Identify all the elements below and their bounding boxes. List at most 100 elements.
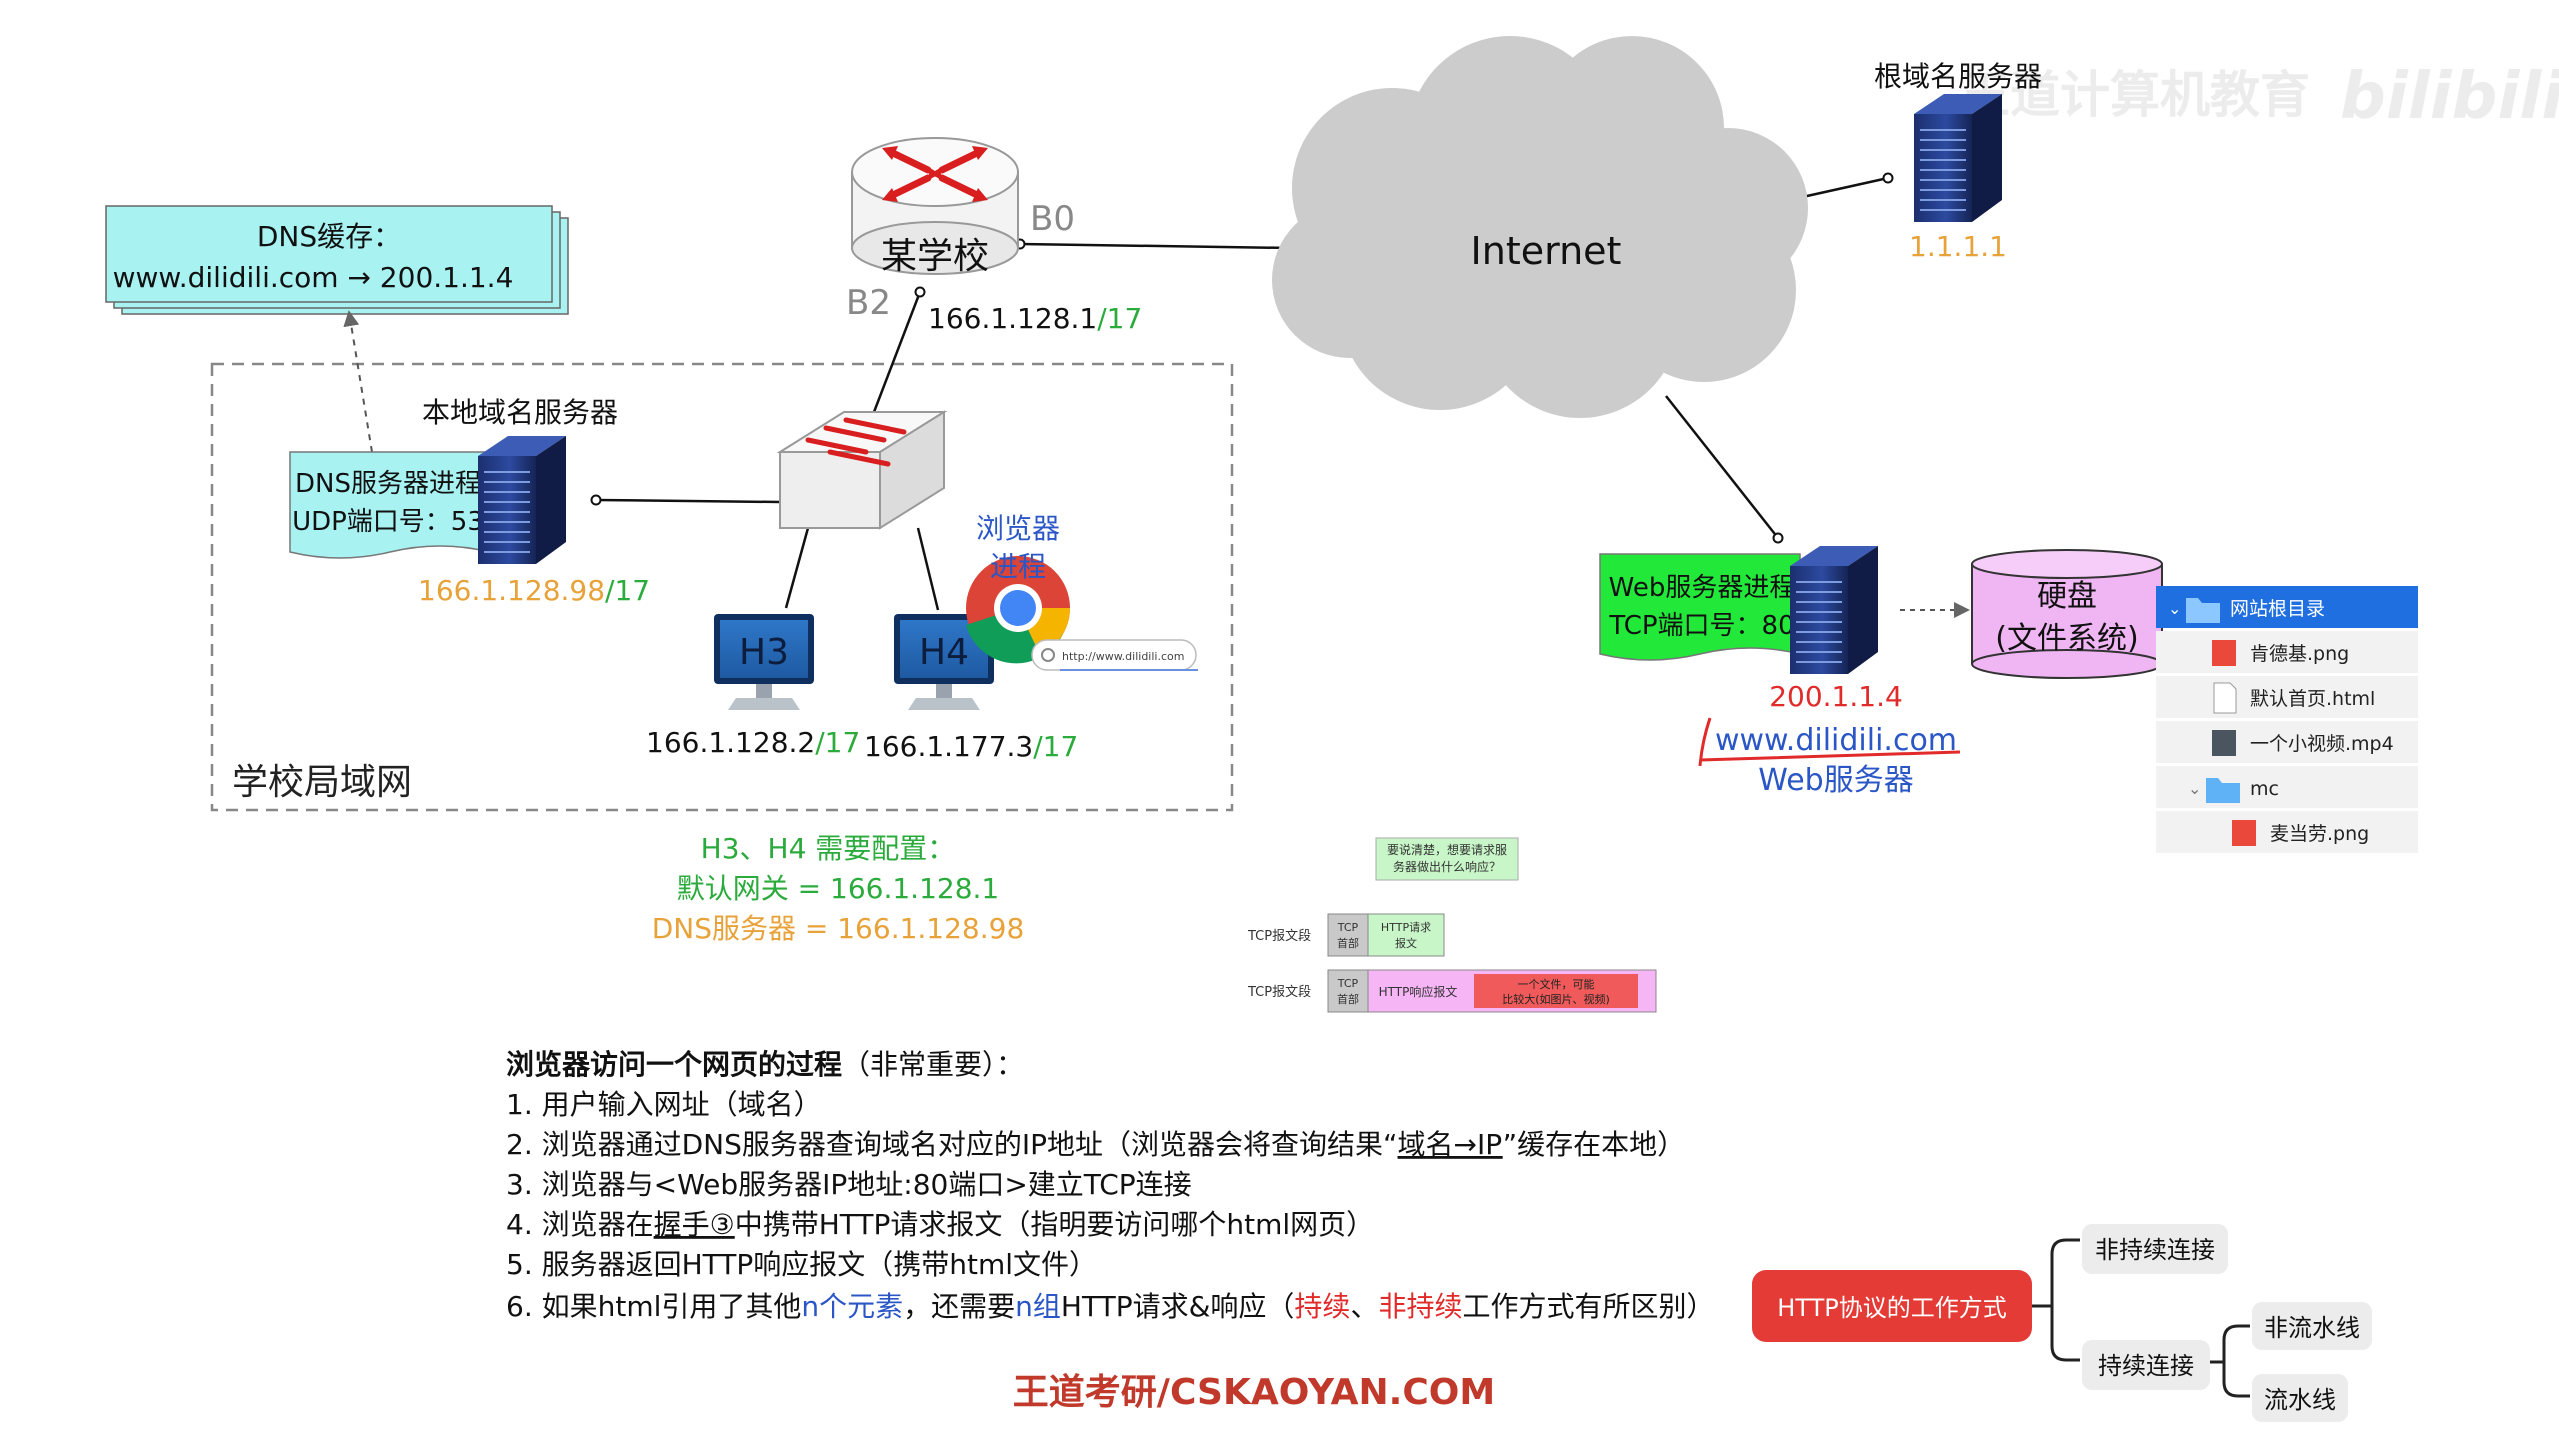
step-1: 1. 用户输入网址（域名） [506,1088,822,1121]
image-icon [2212,640,2236,666]
router-ip: 166.1.128.1/17 [928,302,1142,335]
mindmap-persistent-node [2082,1340,2210,1390]
config-dns: DNS服务器 = 166.1.128.98 [652,912,1025,945]
file-tree-item[interactable]: 肯德基.png [2156,631,2418,673]
h3-ip: 166.1.128.2/17 [646,726,860,759]
dns-cache-title: DNS缓存： [257,220,401,253]
domain-underline [1698,717,1961,767]
mindmap-pipeline-node [2252,1374,2348,1422]
browser-url: http://www.dilidili.com [1062,650,1184,663]
tcp-row2-label: TCP报文段 [1247,985,1311,1000]
tcp-row2-header-2: 首部 [1337,992,1359,1006]
step-4: 4. 浏览器在握手③中携带HTTP请求报文（指明要访问哪个html网页） [506,1208,1374,1241]
file-tree-label: 默认首页.html [2250,688,2375,710]
tcp-row1-label: TCP报文段 [1247,929,1311,944]
step-3: 3. 浏览器与<Web服务器IP地址:80端口>建立TCP连接 [506,1168,1192,1201]
local-dns-port: UDP端口号：53 [292,507,484,537]
step-5: 5. 服务器返回HTTP响应报文（携带html文件） [506,1248,1097,1281]
disk-title: 硬盘 [2037,579,2097,614]
h4-ip: 166.1.177.3/17 [864,730,1078,763]
image-icon [2232,820,2256,846]
tcp-row1-payload-2: 报文 [1395,936,1417,950]
tcp-segment-diagram: 要说清楚，想要请求服 务器做出什么响应？ TCP报文段 TCP 首部 HTTP请… [1247,837,1657,1013]
web-process-label: Web服务器进程 [1609,573,1796,603]
h3-label: H3 [739,632,789,673]
tcp-note-line1: 要说清楚，想要请求服 [1387,842,1507,857]
disk-subtitle: (文件系统) [1995,621,2138,656]
tcp-row2-header-1: TCP [1337,977,1359,990]
browser-address-bar[interactable]: http://www.dilidili.com [1031,639,1198,671]
mindmap-nonpersistent-node [2082,1224,2228,1274]
browser-label-line2: 进程 [990,550,1046,583]
mindmap-nonpipeline-node [2252,1302,2372,1350]
steps-title: 浏览器访问一个网页的过程（非常重要）： [506,1048,1024,1081]
file-tree-label: 一个小视频.mp4 [2250,733,2394,755]
watermark-channel: 王道计算机教育 [1960,66,2310,124]
local-dns-server-icon [477,435,567,565]
browser-label-line1: 浏览器 [976,512,1060,545]
tcp-row1-header-1: TCP [1337,921,1359,934]
network-links [595,176,1889,611]
step-6: 6. 如果html引用了其他n个元素，还需要n组HTTP请求&响应（持续、非持续… [506,1290,1714,1323]
lan-boundary [210,362,1234,812]
http-mindmap: HTTP协议的工作方式 非持续连接 持续连接 非流水线 流水线 [1752,1224,2372,1422]
mindmap-root-node [1752,1270,2032,1342]
config-gateway: 默认网关 = 166.1.128.1 [677,872,999,905]
root-dns-server-icon [1913,93,2003,223]
tcp-row1-payload-1: HTTP请求 [1381,921,1431,934]
twisty-icon[interactable]: ⌄ [2168,599,2181,618]
file-tree-item[interactable]: 麦当劳.png [2156,811,2418,853]
file-tree-label: 网站根目录 [2230,598,2325,620]
web-server-icon [1789,545,1879,675]
video-icon [2212,730,2236,756]
tcp-row2-body-1: 一个文件，可能 [1518,977,1595,991]
internet-cloud [1272,36,1808,418]
watermark-site: bilibili [2340,60,2559,134]
web-port-label: TCP端口号：80 [1608,611,1794,641]
dns-cache-entry: www.dilidili.com → 200.1.1.4 [113,261,514,294]
mindmap-nonpersistent: 非持续连接 [2095,1236,2215,1264]
watermark: 王道计算机教育 bilibili [1960,60,2559,134]
router-icon [851,137,1019,275]
router-name: 某学校 [881,236,989,277]
svg-text:166.1.128.98/17: 166.1.128.98/17 [418,574,650,607]
twisty-icon[interactable]: ⌄ [2188,779,2201,798]
tcp-row1-header-2: 首部 [1337,936,1359,950]
steps-list: 浏览器访问一个网页的过程（非常重要）： 1. 用户输入网址（域名） 2. 浏览器… [506,1048,1714,1323]
globe-icon [1041,648,1055,662]
local-dns-process: DNS服务器进程 [295,469,481,499]
file-tree-item[interactable]: 默认首页.html [2156,676,2418,718]
folder-icon [2206,778,2240,803]
cache-arrow [343,310,373,453]
file-tree-item[interactable]: 一个小视频.mp4 [2156,721,2418,763]
mindmap-nonpipeline: 非流水线 [2264,1314,2360,1342]
folder-icon [2186,598,2220,623]
switch-icon [776,410,948,530]
h4-label: H4 [919,632,969,673]
disk-icon [1971,549,2163,679]
root-dns-title: 根域名服务器 [1874,60,2042,93]
mindmap-pipeline: 流水线 [2264,1386,2336,1414]
file-tree-item[interactable]: ⌄mc [2156,766,2418,808]
mindmap-persistent: 持续连接 [2098,1352,2194,1380]
mindmap-root-label: HTTP协议的工作方式 [1777,1294,2006,1322]
file-tree-label: 麦当劳.png [2270,823,2369,845]
dns-cache-card: DNS缓存： www.dilidili.com → 200.1.1.4 [105,205,569,315]
tcp-note-line2: 务器做出什么响应？ [1393,859,1501,874]
config-title: H3、H4 需要配置： [701,832,956,865]
root-dns-ip: 1.1.1.1 [1909,230,2007,263]
internet-label: Internet [1471,229,1622,273]
lan-label: 学校局域网 [232,762,412,803]
web-process-box: Web服务器进程 TCP端口号：80 [1599,553,1801,661]
file-tree-item[interactable]: ⌄ 网站根目录 [2156,586,2418,628]
html-file-icon [2213,682,2237,714]
local-dns-title: 本地域名服务器 [422,396,618,429]
chrome-icon [966,556,1070,664]
local-dns-ip: 166.1.128.98/17 [418,574,650,607]
step-2: 2. 浏览器通过DNS服务器查询域名对应的IP地址（浏览器会将查询结果“域名→I… [506,1128,1685,1161]
router-port-b0: B0 [1030,199,1075,239]
footer-brand: 王道考研/CSKAOYAN.COM [1013,1372,1495,1413]
web-server-name: Web服务器 [1758,763,1913,798]
